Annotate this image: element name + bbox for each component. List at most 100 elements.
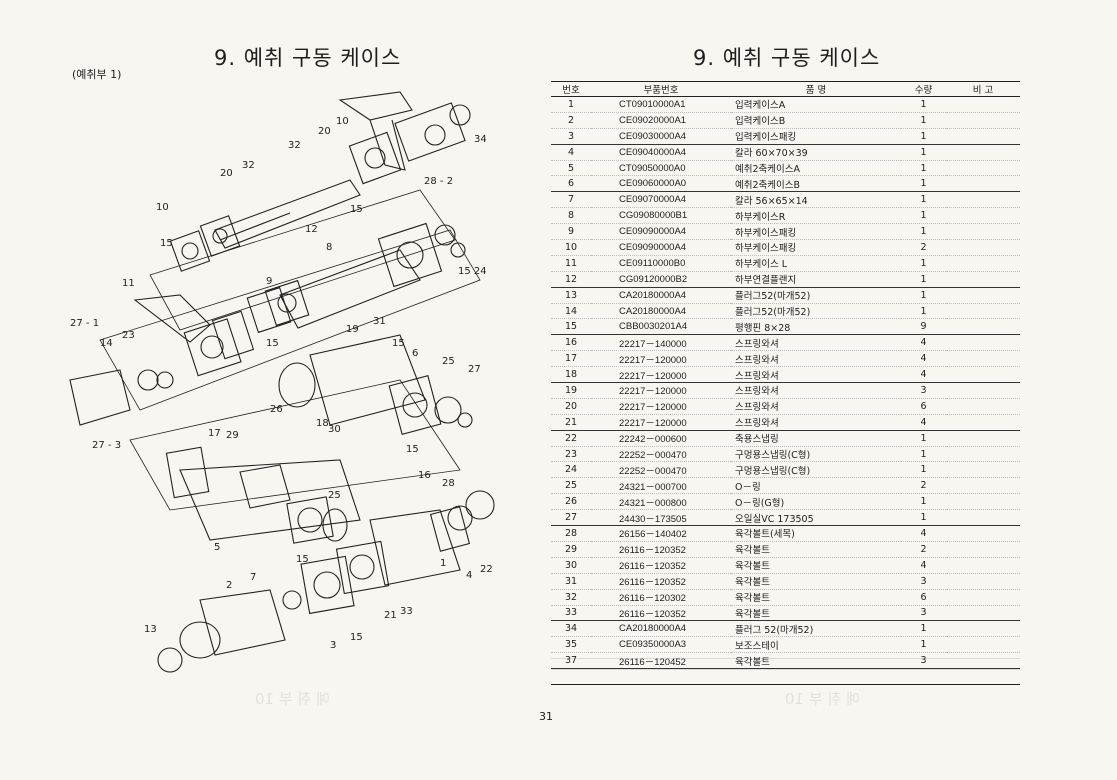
row-part-number: CT09050000A0 [591, 160, 731, 177]
row-no: 32 [551, 589, 591, 606]
row-part-name: 스프링와셔 [731, 350, 901, 368]
row-remark [946, 366, 1020, 384]
row-no: 13 [551, 287, 591, 304]
row-no: 28 [551, 525, 591, 542]
row-quantity: 4 [901, 414, 946, 431]
svg-text:14: 14 [100, 338, 113, 349]
row-remark [946, 573, 1020, 590]
row-remark [946, 160, 1020, 177]
row-remark [946, 318, 1020, 336]
svg-text:13: 13 [144, 624, 157, 635]
left-page-subtitle: (예취부 1) [72, 68, 122, 81]
row-no: 11 [551, 255, 591, 272]
left-page: 9. 예취 구동 케이스 (예취부 1) [0, 0, 540, 780]
row-remark [946, 620, 1020, 638]
row-remark [946, 303, 1020, 320]
row-part-number: 22252－000470 [591, 446, 731, 463]
row-quantity: 1 [901, 207, 946, 225]
row-quantity: 6 [901, 589, 946, 606]
row-no: 33 [551, 605, 591, 622]
row-no: 19 [551, 382, 591, 399]
row-part-name: 축용스냅링 [731, 430, 901, 447]
row-part-number: CE09350000A3 [591, 636, 731, 654]
row-remark [946, 144, 1020, 161]
svg-text:11: 11 [122, 278, 135, 289]
row-no: 21 [551, 414, 591, 431]
row-no: 3 [551, 128, 591, 145]
row-quantity: 1 [901, 223, 946, 241]
row-part-name: O－링(G형) [731, 493, 901, 511]
row-part-number: CE09110000B0 [591, 255, 731, 272]
row-part-number: 22242－000600 [591, 430, 731, 447]
row-part-number: 22217－120000 [591, 382, 731, 399]
row-quantity: 1 [901, 128, 946, 145]
row-remark [946, 350, 1020, 368]
row-quantity: 9 [901, 318, 946, 336]
row-remark [946, 271, 1020, 288]
row-part-name: 육각볼트 [731, 652, 901, 670]
row-remark [946, 446, 1020, 463]
row-part-name: 하부케이스패킹 [731, 239, 901, 256]
row-quantity: 3 [901, 605, 946, 622]
svg-text:15: 15 [266, 338, 279, 349]
row-part-number: 24321－000700 [591, 477, 731, 495]
svg-text:31: 31 [373, 316, 386, 327]
exploded-parts-diagram: 32 20 10 34 28 - 2 20 32 10 12 15 15 8 1… [40, 80, 510, 680]
row-part-number: 26116－120302 [591, 589, 731, 606]
row-part-number: CA20180000A4 [591, 620, 731, 638]
row-quantity: 4 [901, 350, 946, 368]
row-remark [946, 128, 1020, 145]
row-part-name: 스프링와셔 [731, 334, 901, 352]
svg-text:10: 10 [156, 202, 169, 213]
svg-text:20: 20 [220, 168, 233, 179]
row-quantity: 1 [901, 191, 946, 209]
row-part-name: 구멍용스냅링(C형) [731, 461, 901, 479]
header-quantity: 수량 [901, 81, 946, 97]
row-no: 34 [551, 620, 591, 638]
row-no: 25 [551, 477, 591, 495]
row-part-number: CT09010000A1 [591, 96, 731, 113]
left-page-title: 9. 예취 구동 케이스 [214, 46, 402, 70]
row-remark [946, 207, 1020, 225]
row-part-number: CA20180000A4 [591, 303, 731, 320]
row-part-name: 하부케이스R [731, 207, 901, 225]
row-part-name: 구멍용스냅링(C형) [731, 446, 901, 463]
svg-text:30: 30 [328, 424, 341, 435]
row-part-number: CG09120000B2 [591, 271, 731, 288]
row-quantity: 2 [901, 239, 946, 256]
row-no: 15 [551, 318, 591, 336]
svg-text:25: 25 [328, 490, 341, 501]
svg-text:4: 4 [466, 570, 472, 581]
header-part-name: 품 명 [731, 81, 901, 97]
row-no: 5 [551, 160, 591, 177]
row-part-number: 22217－120000 [591, 398, 731, 415]
svg-text:8: 8 [326, 242, 332, 253]
row-part-number: CE09040000A4 [591, 144, 731, 161]
row-no: 4 [551, 144, 591, 161]
svg-text:22: 22 [480, 564, 493, 575]
row-no: 30 [551, 557, 591, 574]
row-part-number: 26116－120352 [591, 557, 731, 574]
row-remark [946, 525, 1020, 542]
row-quantity: 1 [901, 112, 946, 129]
svg-text:15: 15 [406, 444, 419, 455]
svg-text:33: 33 [400, 606, 413, 617]
row-no: 35 [551, 636, 591, 654]
svg-text:15: 15 [350, 632, 363, 643]
table-bottom-rule [551, 684, 1020, 685]
header-no: 번호 [551, 81, 591, 97]
row-part-name: 하부케이스패킹 [731, 223, 901, 241]
